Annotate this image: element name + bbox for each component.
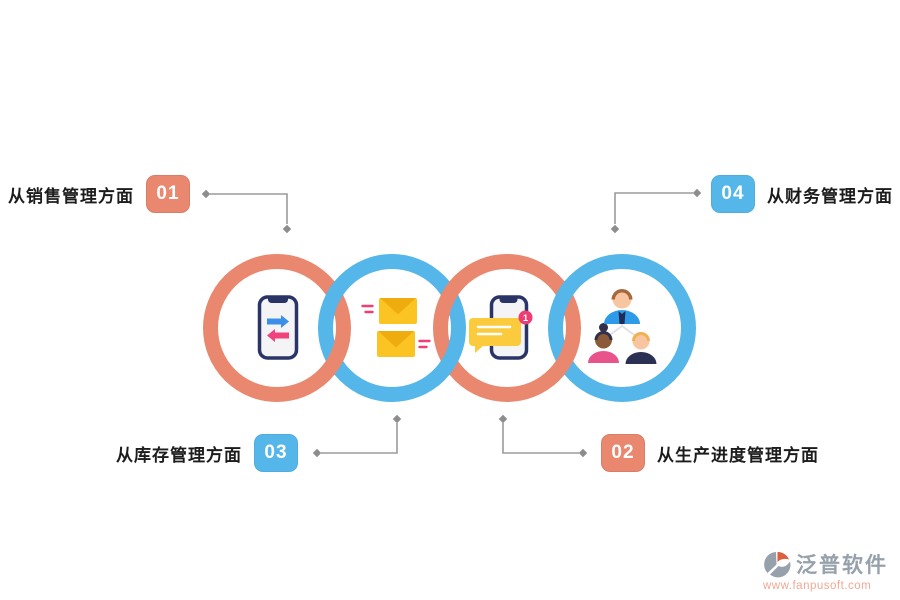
ring-sales — [203, 254, 351, 402]
fanpu-logo-icon — [764, 551, 791, 578]
watermark: 泛普软件 www.fanpusoft.com — [763, 549, 888, 592]
team-icon — [588, 289, 657, 364]
label-finance-text: 从财务管理方面 — [767, 186, 893, 206]
connector-03 — [321, 423, 398, 454]
label-inventory: 从库存管理方面 03 — [116, 434, 298, 472]
badge-01: 01 — [146, 175, 190, 213]
label-finance: 04 从财务管理方面 — [711, 175, 893, 213]
phone-sync-icon — [257, 295, 299, 360]
badge-02: 02 — [601, 434, 645, 472]
ring-inventory — [318, 254, 466, 402]
badge-03: 03 — [254, 434, 298, 472]
notification-count: 1 — [523, 313, 529, 324]
ring-production — [433, 254, 581, 402]
label-inventory-text: 从库存管理方面 — [116, 445, 242, 465]
speed-dashes — [361, 304, 431, 349]
notification-badge — [518, 310, 533, 325]
ring-finance — [548, 254, 696, 402]
watermark-url: www.fanpusoft.com — [763, 580, 872, 592]
mail-icon — [361, 298, 431, 357]
connector-02 — [502, 423, 579, 454]
watermark-brand: 泛普软件 — [796, 554, 888, 577]
connector-04 — [614, 192, 693, 224]
label-sales: 从销售管理方面 01 — [8, 175, 190, 213]
connector-01 — [210, 193, 288, 224]
phone-message-icon: 1 — [469, 295, 533, 360]
label-production-text: 从生产进度管理方面 — [657, 445, 819, 465]
badge-04: 04 — [711, 175, 755, 213]
connector-diamond-endpoints — [201, 188, 702, 458]
label-production: 02 从生产进度管理方面 — [601, 434, 819, 472]
label-sales-text: 从销售管理方面 — [8, 186, 134, 206]
